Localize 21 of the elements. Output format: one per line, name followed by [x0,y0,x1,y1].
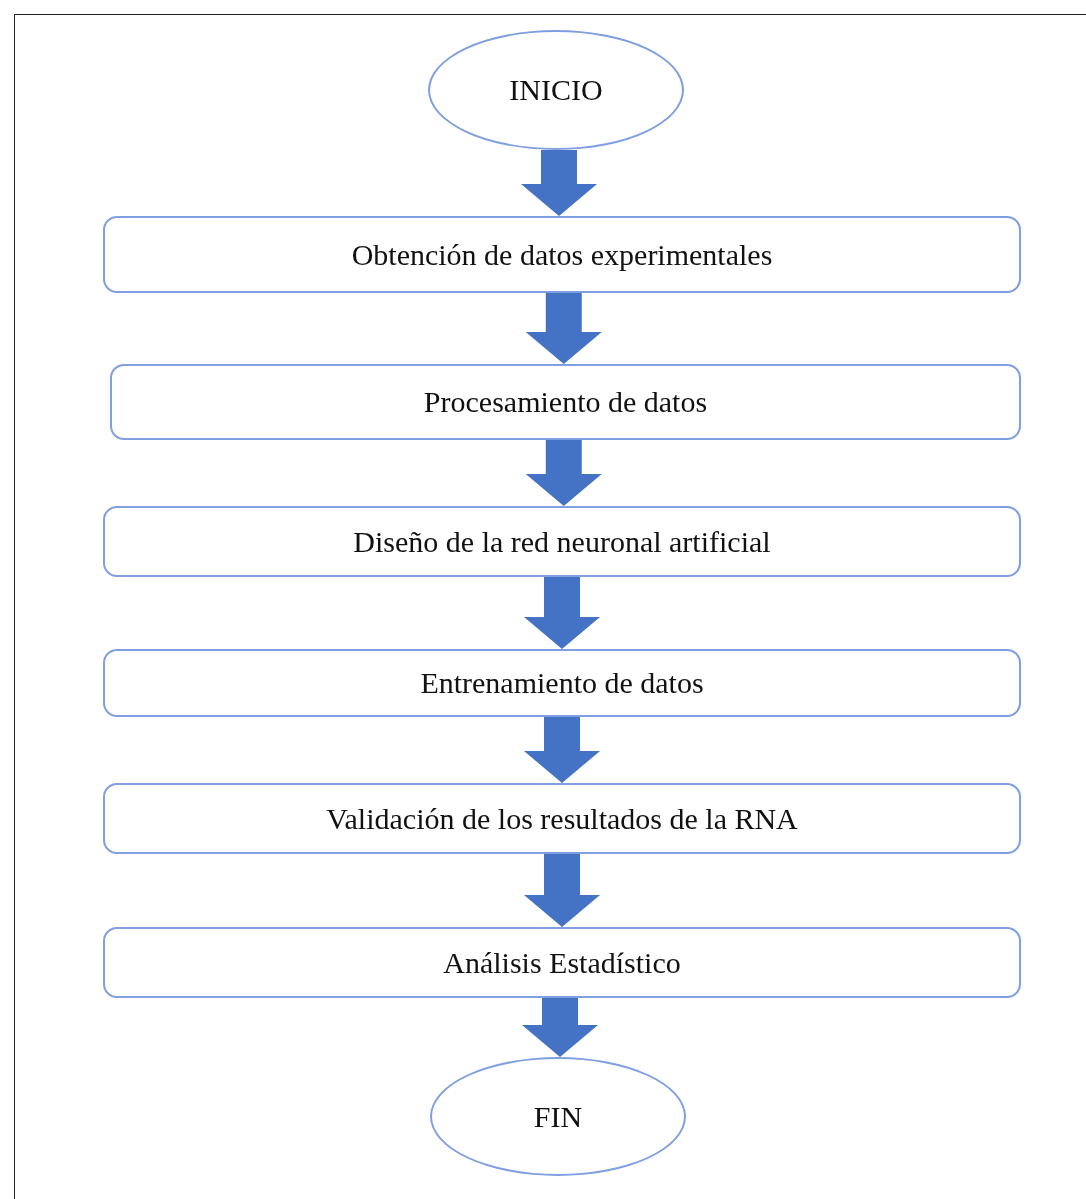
node-label: Obtención de datos experimentales [351,237,773,272]
process-box [103,649,1021,717]
block-arrow [521,150,597,216]
block-arrow [525,293,602,364]
process-box [103,506,1021,577]
node-label: Análisis Estadístico [443,945,681,980]
process-box [103,783,1021,854]
node-label: Entrenamiento de datos [420,666,704,700]
node-label: INICIO [509,73,603,107]
block-arrow [525,440,602,506]
node-label: Procesamiento de datos [423,385,708,419]
block-arrow [524,854,600,927]
node-label: Validación de los resultados de la RNA [326,801,798,836]
node-label: Diseño de la red neuronal artificial [353,524,771,559]
block-arrow [524,717,600,783]
process-box [110,364,1021,440]
block-arrow [522,998,598,1057]
process-box [103,927,1021,998]
node-label: FIN [533,1099,583,1134]
process-box [103,216,1021,293]
block-arrow [524,577,600,649]
